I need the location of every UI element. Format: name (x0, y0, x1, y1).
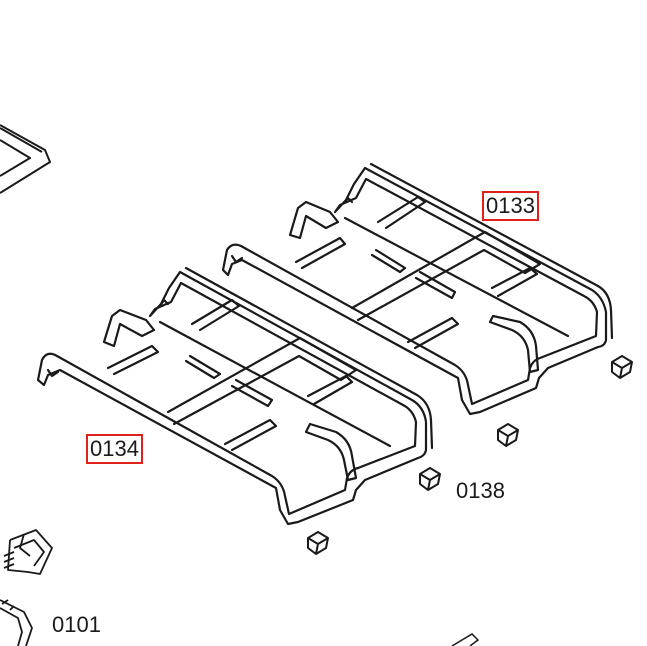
callout-0138: 0138 (456, 478, 505, 503)
rubber-foot (497, 423, 519, 447)
corner-part-drawing (0, 599, 33, 646)
partial-part-top-left (0, 124, 51, 194)
callout-0134: 0134 (86, 434, 143, 464)
callout-0133: 0133 (482, 191, 539, 221)
callout-0101: 0101 (52, 612, 101, 637)
rubber-feet-group (307, 355, 633, 555)
pan-support-grate-left (36, 266, 434, 526)
clip-part (3, 529, 53, 575)
rubber-foot (611, 355, 633, 379)
pan-support-grate-right (221, 162, 614, 416)
rubber-foot (307, 531, 329, 555)
rubber-foot (419, 467, 441, 491)
partial-part-bottom (451, 633, 480, 646)
